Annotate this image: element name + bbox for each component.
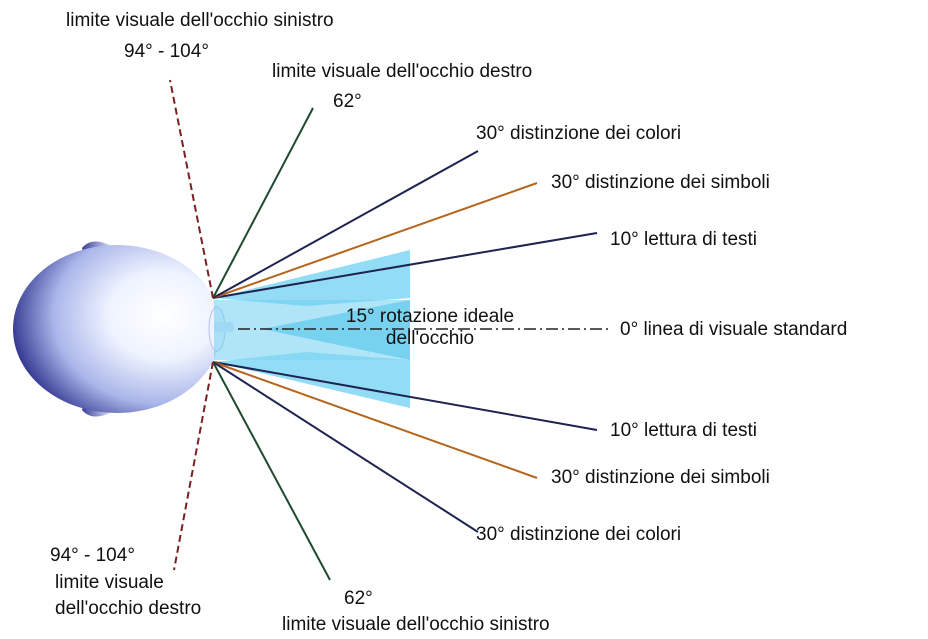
label-bottom-left-limit-1: limite visuale xyxy=(55,572,164,593)
line-reading-top xyxy=(212,232,598,299)
ideal-rotation-cone-top xyxy=(214,250,410,306)
label-colors-bottom: 30° distinzione dei colori xyxy=(476,524,682,545)
label-bottom-left-limit-2: dell'occhio destro xyxy=(55,598,202,619)
label-colors-top: 30° distinzione dei colori xyxy=(476,123,682,144)
line-limit-right-dashed-bottom xyxy=(173,361,214,571)
line-symbols-bottom xyxy=(212,361,538,479)
label-top-left-angle: 94° - 104° xyxy=(124,41,209,62)
label-reading-bottom: 10° lettura di testi xyxy=(610,420,758,441)
label-reading-top: 10° lettura di testi xyxy=(610,229,758,250)
label-top-left-limit: limite visuale dell'occhio sinistro xyxy=(66,10,334,31)
line-colors-bottom xyxy=(212,361,479,533)
label-ideal-rotation-line2: dell'occhio xyxy=(385,328,475,349)
label-bottom-left-angle: 94° - 104° xyxy=(50,545,135,566)
line-limit-left-dashed-top xyxy=(169,79,214,299)
line-reading-bottom xyxy=(212,361,598,431)
ideal-rotation-core xyxy=(262,300,410,360)
line-limit-right-62-top xyxy=(212,107,314,299)
label-bottom-right-angle: 62° xyxy=(344,588,373,609)
line-symbols-top xyxy=(212,182,538,299)
label-top-right-limit: limite visuale dell'occhio destro xyxy=(272,61,533,82)
label-ideal-rotation: 15° rotazione ideale dell'occhio xyxy=(300,306,560,350)
line-colors-top xyxy=(212,150,479,299)
label-top-right-angle: 62° xyxy=(333,91,362,112)
label-ideal-rotation-line1: 15° rotazione ideale xyxy=(345,306,515,327)
head xyxy=(13,245,221,413)
label-standard-line: 0° linea di visuale standard xyxy=(620,319,848,340)
label-symbols-top: 30° distinzione dei simboli xyxy=(551,172,770,193)
label-symbols-bottom: 30° distinzione dei simboli xyxy=(551,467,770,488)
label-bottom-right-limit: limite visuale dell'occhio sinistro xyxy=(282,614,550,635)
line-limit-left-62-bottom xyxy=(212,361,331,581)
